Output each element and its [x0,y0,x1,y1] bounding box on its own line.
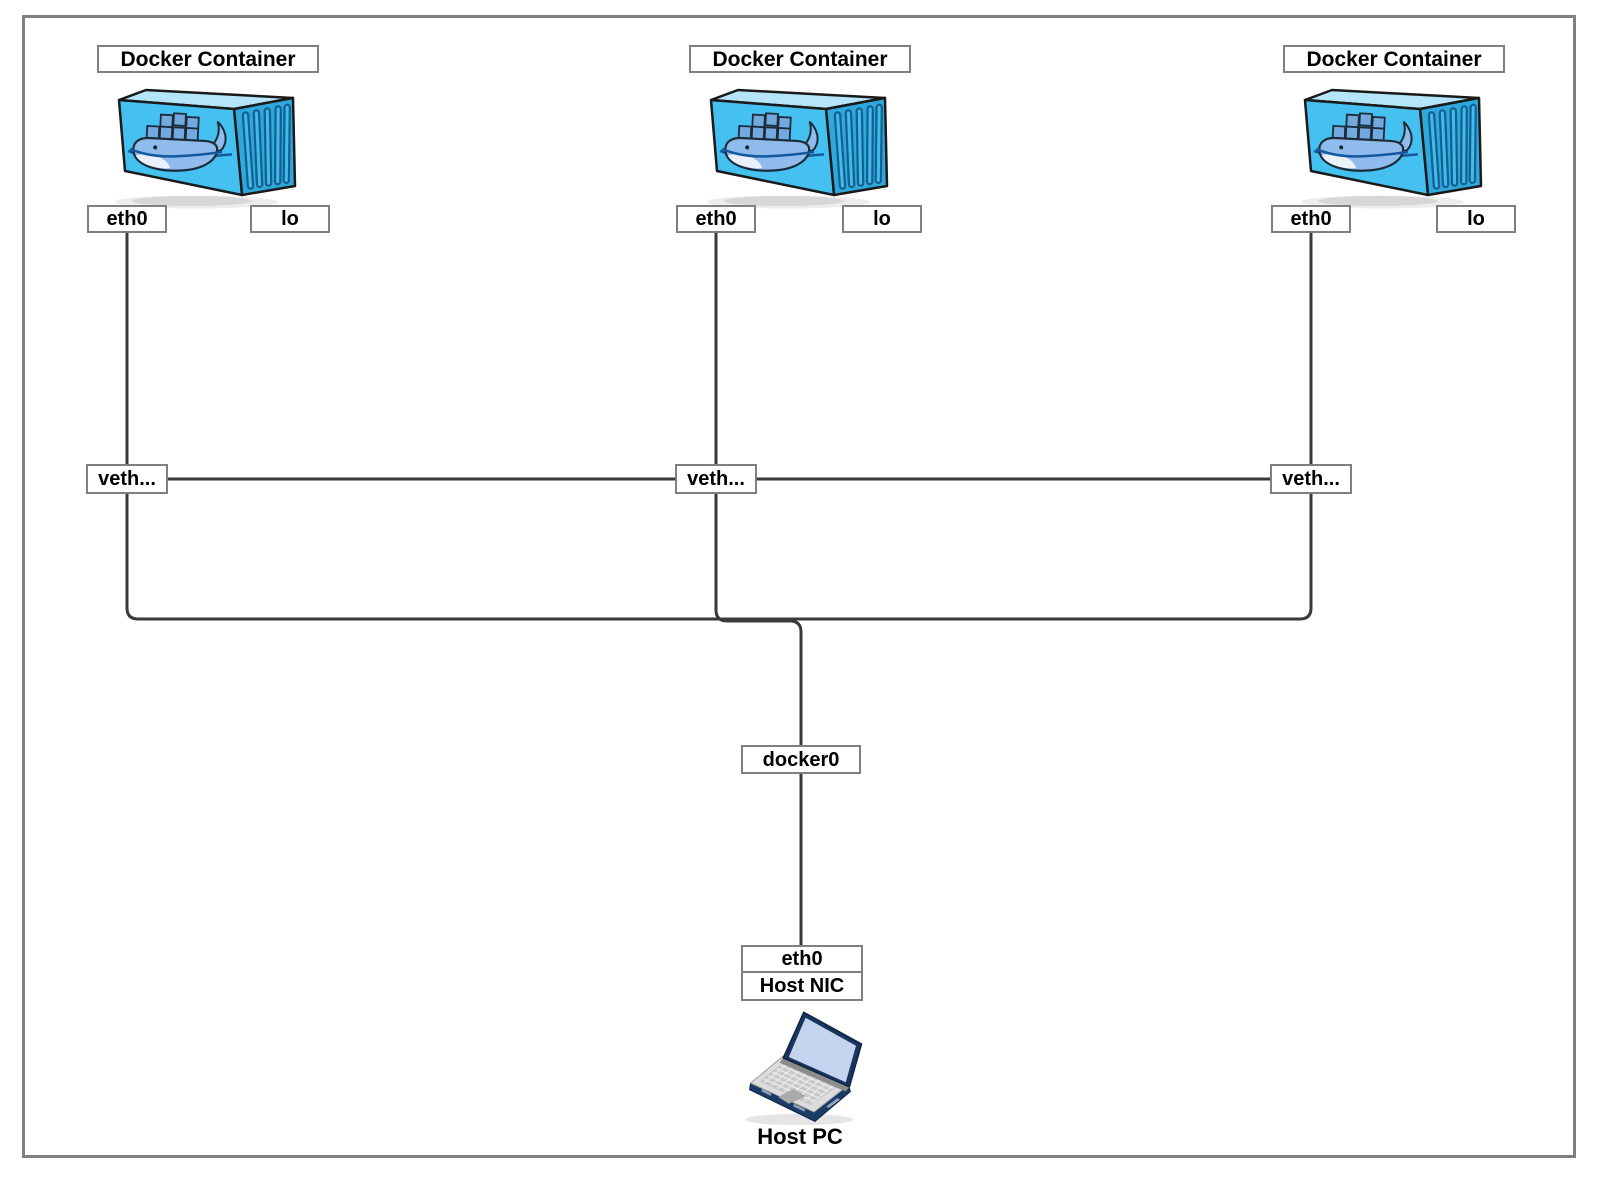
middle-veth-line [714,233,803,745]
docker-container-icon [706,84,892,210]
container-lo-box: lo [250,205,330,233]
host-nic-box: Host NIC [741,971,863,1001]
veth-box: veth... [1270,464,1352,494]
docker-whale [1313,112,1419,172]
laptop-icon [730,1000,870,1128]
docker-whale [127,112,233,172]
docker-container-art [114,88,297,209]
container-bus-line [125,233,1313,621]
host-pc-label: Host PC [757,1124,843,1149]
laptop-art [744,1011,863,1126]
container-title: Docker Container [689,45,911,73]
container-eth0-box: eth0 [676,205,756,233]
host-eth0-box: eth0 [741,945,863,973]
docker-container-art [1300,88,1483,209]
docker-container-icon [114,84,300,210]
container-eth0-box: eth0 [87,205,167,233]
docker-container-art [706,88,889,209]
container-lo-box: lo [1436,205,1516,233]
veth-box: veth... [675,464,757,494]
veth-box: veth... [86,464,168,494]
container-title: Docker Container [1283,45,1505,73]
docker-container-icon [1300,84,1486,210]
docker0-bridge-box: docker0 [741,745,861,774]
docker-whale [719,112,825,172]
container-eth0-box: eth0 [1271,205,1351,233]
container-title: Docker Container [97,45,319,73]
container-lo-box: lo [842,205,922,233]
